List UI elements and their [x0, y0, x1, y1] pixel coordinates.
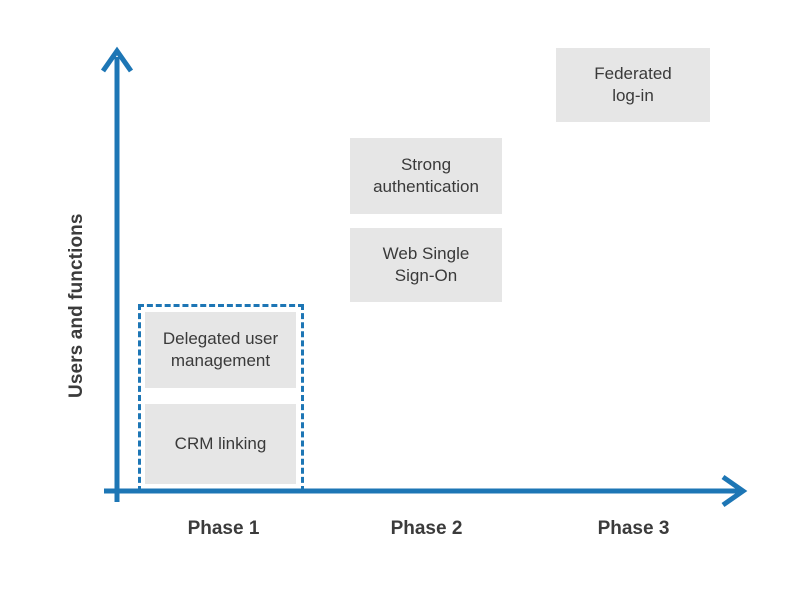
- box-delegated-user-management[interactable]: Delegated user management: [145, 312, 296, 388]
- x-axis-tick-phase-2: Phase 2: [390, 518, 463, 539]
- box-web-single-sign-on[interactable]: Web Single Sign-On: [350, 228, 502, 302]
- box-delegated-user-management-label: Delegated user management: [162, 328, 279, 370]
- x-axis-tick-phase-3: Phase 3: [597, 518, 670, 539]
- box-crm-linking[interactable]: CRM linking: [145, 404, 296, 484]
- box-federated-login[interactable]: Federated log-in: [556, 48, 710, 122]
- x-axis-tick-phase-1: Phase 1: [187, 518, 260, 539]
- x-axis-arrowhead: [721, 474, 748, 508]
- y-axis-title: Users and functions: [66, 213, 87, 398]
- box-strong-authentication[interactable]: Strong authentication: [350, 138, 502, 214]
- phase-1-group-box: [138, 304, 304, 492]
- box-crm-linking-label: CRM linking: [174, 433, 267, 453]
- y-axis-arrowhead: [100, 46, 134, 73]
- box-web-single-sign-on-label: Web Single Sign-On: [382, 243, 470, 285]
- box-strong-authentication-label: Strong authentication: [373, 154, 479, 196]
- box-federated-login-label: Federated log-in: [594, 63, 672, 105]
